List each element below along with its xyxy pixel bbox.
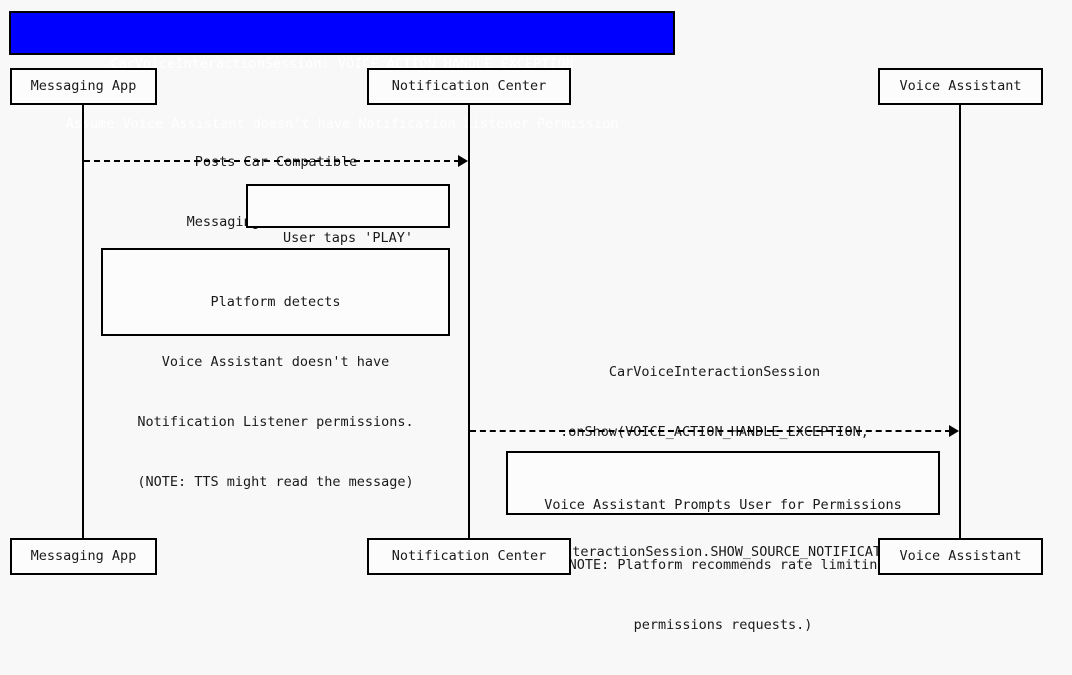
note-user-taps-play: User taps 'PLAY' on Msg Notification	[246, 184, 450, 306]
message-arrow-line-onshow	[470, 430, 951, 432]
message-label-onshow-line-1: CarVoiceInteractionSession	[608, 364, 821, 380]
note-prompts-permissions: Voice Assistant Prompts User for Permiss…	[506, 451, 940, 633]
note-platform-detects-line-2: Voice Assistant doesn't have	[161, 354, 390, 370]
note-platform-detects-line-4: (NOTE: TTS might read the message)	[137, 474, 414, 490]
lifeline-voice-assistant	[959, 104, 961, 538]
note-prompts-permissions-line-2: (NOTE: Platform recommends rate limiting	[560, 557, 886, 573]
message-arrow-head-posts-notification	[458, 155, 468, 167]
message-label-onshow-line-4: VoiceInteractionSession.SHOW_SOURCE_NOTI…	[515, 544, 914, 560]
lifeline-messaging-app	[82, 104, 84, 538]
note-platform-detects-line-3: Notification Listener permissions.	[137, 414, 414, 430]
diagram-title-line-2: Assume Voice Assistant doesn't have Noti…	[65, 116, 619, 132]
note-prompts-permissions-line-1: Voice Assistant Prompts User for Permiss…	[544, 497, 902, 513]
participant-bottom-notification-center[interactable]: Notification Center	[367, 538, 571, 575]
message-arrow-head-onshow	[949, 425, 959, 437]
participant-top-notification-center[interactable]: Notification Center	[367, 68, 571, 105]
participant-top-messaging-app[interactable]: Messaging App	[10, 68, 157, 105]
message-arrow-line-posts-notification	[84, 160, 460, 162]
participant-bottom-messaging-app[interactable]: Messaging App	[10, 538, 157, 575]
sequence-diagram-canvas: CarVoiceInteractionSession: VOICE_ACTION…	[9, 11, 1043, 633]
participant-top-voice-assistant[interactable]: Voice Assistant	[878, 68, 1043, 105]
note-platform-detects: Platform detects Voice Assistant doesn't…	[101, 248, 450, 490]
message-label-onshow: CarVoiceInteractionSession .onShow(VOICE…	[470, 322, 959, 602]
diagram-title-banner: CarVoiceInteractionSession: VOICE_ACTION…	[9, 11, 675, 132]
message-label-posts-notification-line-1: Posts Car Compatible	[194, 154, 358, 170]
note-prompts-permissions-line-3: permissions requests.)	[633, 617, 813, 633]
participant-bottom-voice-assistant[interactable]: Voice Assistant	[878, 538, 1043, 575]
lifeline-notification-center	[468, 104, 470, 538]
note-user-taps-play-line-1: User taps 'PLAY'	[282, 230, 414, 246]
note-platform-detects-line-1: Platform detects	[210, 294, 341, 310]
message-label-onshow-line-2: .onShow(VOICE_ACTION_HANDLE_EXCEPTION,	[560, 424, 869, 440]
